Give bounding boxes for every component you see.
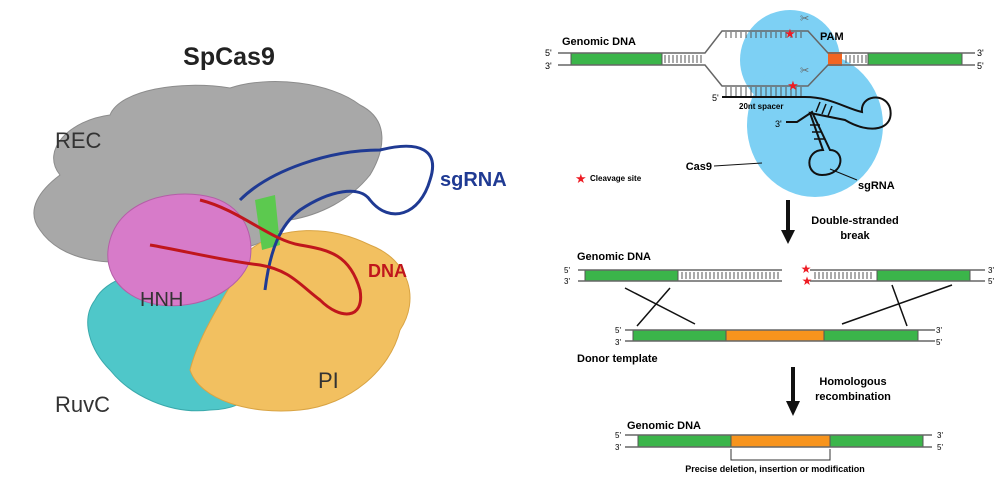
end-label: 5'	[712, 93, 719, 103]
end-label: 5'	[977, 61, 984, 71]
green-segment	[584, 269, 679, 282]
result-label: Precise deletion, insertion or modificat…	[685, 464, 865, 474]
cas9-pointer	[713, 162, 763, 167]
green-segment	[829, 434, 924, 448]
rec-domain	[33, 81, 383, 263]
dna-strands-top	[558, 30, 975, 87]
scissors-icon: ✂	[800, 13, 809, 25]
green-segment	[632, 329, 727, 342]
label-pi: PI	[318, 368, 339, 393]
step2-label: recombination	[815, 391, 891, 403]
dna-strands-mid	[578, 269, 985, 282]
legend-star-icon: ★	[575, 171, 587, 186]
end-label: 5'	[615, 326, 621, 335]
end-label: 5'	[937, 443, 943, 452]
end-label: 3'	[615, 443, 621, 452]
orange-insert	[725, 329, 825, 342]
base-pairs	[681, 272, 872, 279]
protein-structure: SpCas9 REC HNH RuvC PI sgRNA DNA	[33, 43, 507, 417]
end-label: 5'	[936, 338, 942, 347]
pam-label: PAM	[820, 31, 844, 43]
step2-label: Homologous	[819, 376, 886, 388]
label-sgrna: sgRNA	[440, 169, 507, 191]
end-label: 3'	[937, 431, 943, 440]
step-hr: Homologous recombination	[786, 367, 891, 416]
green-segment	[637, 434, 732, 448]
green-segment	[570, 52, 663, 66]
step1-label: Double-stranded	[811, 215, 898, 227]
end-label: 3'	[936, 326, 942, 335]
green-segment	[876, 269, 971, 282]
end-label: 5'	[564, 266, 570, 275]
arrow-head	[786, 401, 800, 416]
sgrna-backbone	[238, 144, 434, 291]
green-segment	[867, 52, 963, 66]
cleavage-star-icon: ★	[784, 26, 796, 41]
end-label: 5'	[545, 48, 552, 58]
label-rec: REC	[55, 128, 102, 153]
cleavage-star-icon: ★	[787, 78, 799, 93]
result-strands	[625, 434, 932, 448]
structure-title: SpCas9	[183, 43, 275, 71]
end-label: 5'	[988, 277, 994, 286]
end-label: 3'	[545, 61, 552, 71]
pam-site	[828, 52, 842, 66]
label-ruvc: RuvC	[55, 392, 110, 417]
sgrna-label: sgRNA	[858, 180, 895, 192]
end-label: 5'	[615, 431, 621, 440]
end-label: 3'	[977, 48, 984, 58]
crossover-lines	[624, 284, 953, 327]
sgrna-diagram	[722, 96, 892, 177]
genomic-dna-label-mid: Genomic DNA	[577, 251, 651, 263]
donor-strands	[625, 329, 935, 342]
cleavage-star-icon: ★	[802, 274, 813, 288]
cas9-binding-panel: Genomic DNA 5' 3' 3' 5' PAM 5' 3' 20nt s…	[545, 10, 984, 197]
step1-label: break	[840, 230, 870, 242]
donor-template-label: Donor template	[577, 353, 658, 365]
genomic-dna-label-bottom: Genomic DNA	[627, 420, 701, 432]
end-label: 3'	[615, 338, 621, 347]
cas9-label: Cas9	[686, 161, 712, 173]
end-label: 3'	[988, 266, 994, 275]
result-panel: Genomic DNA 5' 3' 3' 5' Precise deletion…	[615, 420, 943, 474]
orange-insert	[730, 434, 831, 448]
genomic-dna-label-top: Genomic DNA	[562, 36, 636, 48]
spacer-label: 20nt spacer	[739, 102, 783, 111]
sgrna-stem-pairs	[810, 101, 833, 140]
legend-cleavage-label: Cleavage site	[590, 174, 642, 183]
bracket	[730, 449, 831, 461]
end-label: 3'	[564, 277, 570, 286]
scissors-icon: ✂	[800, 65, 809, 77]
arrow-head	[781, 230, 795, 244]
broken-dna-panel: Genomic DNA 5' 3' 3' 5' ★ ★ 5' 3' 3' 5' …	[564, 251, 994, 365]
sgrna-pointer	[829, 168, 858, 181]
label-hnh: HNH	[140, 289, 183, 311]
dna-backbone	[149, 198, 363, 316]
green-segment	[823, 329, 919, 342]
step-dsb: Double-stranded break	[781, 200, 899, 244]
end-label: 3'	[775, 119, 782, 129]
label-dna: DNA	[368, 261, 407, 281]
cleavage-star-icon: ★	[801, 262, 812, 276]
base-pairs	[664, 32, 867, 96]
